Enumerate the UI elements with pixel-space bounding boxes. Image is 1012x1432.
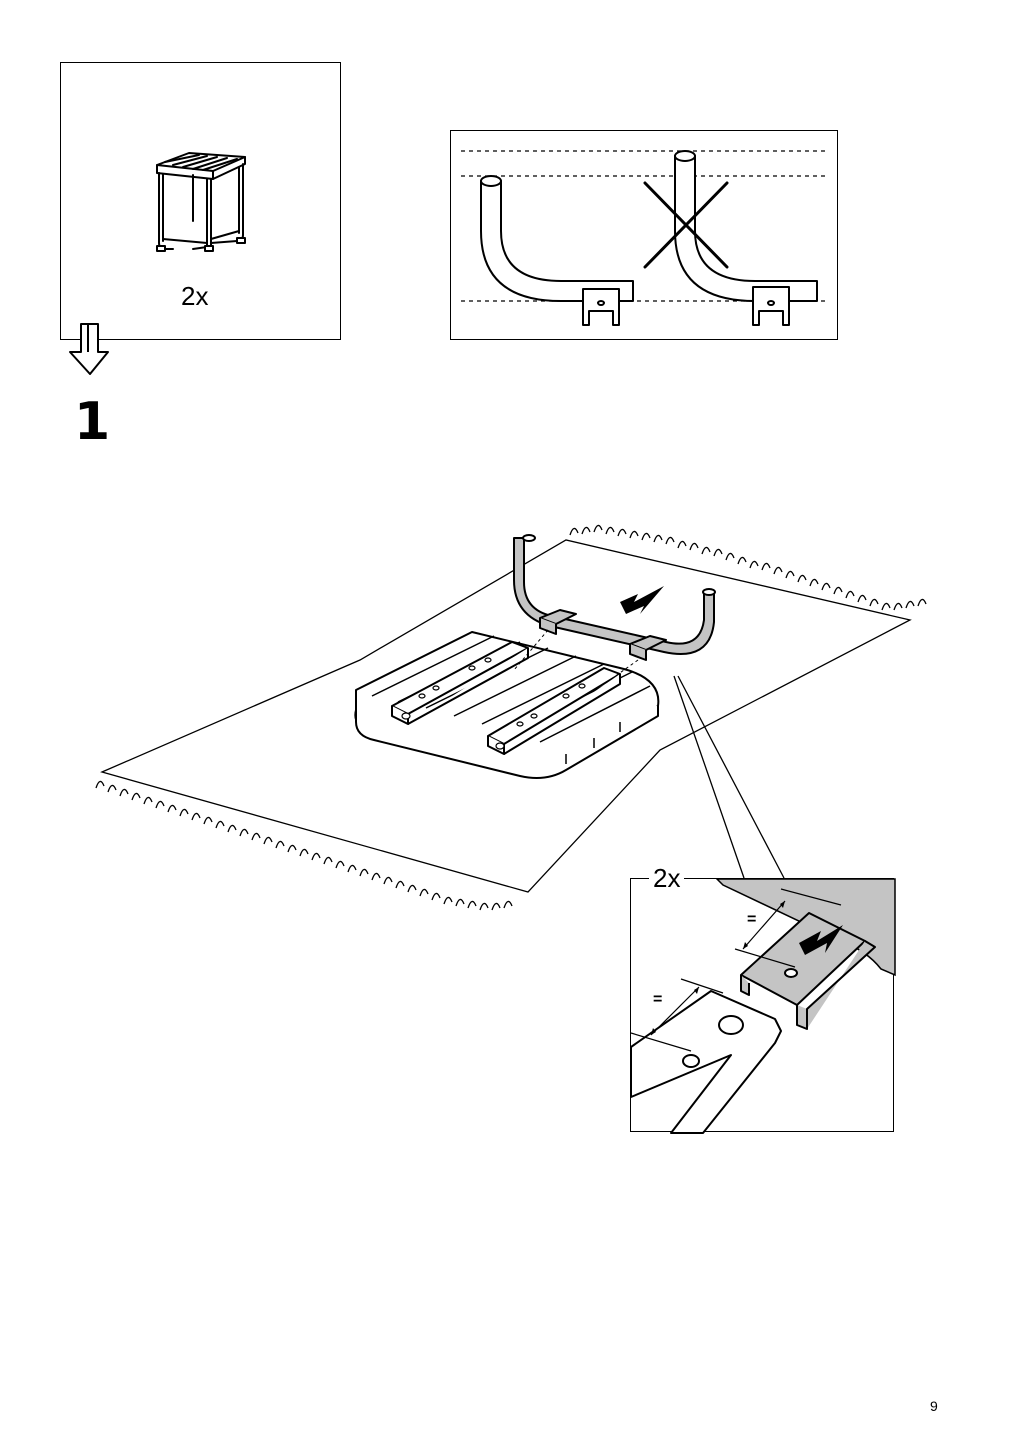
bracket-detail-illustration	[630, 878, 896, 1134]
assembly-illustration	[95, 524, 927, 911]
cross-icon	[643, 181, 729, 269]
stool-reference-box: 2x	[60, 62, 341, 340]
detail-quantity-label: 2x	[649, 863, 685, 894]
equal-mark-upper: =	[747, 911, 757, 928]
step-number: 1	[74, 392, 111, 452]
page-number: 9	[930, 1398, 938, 1414]
orientation-box	[450, 130, 838, 340]
stool-icon	[156, 152, 246, 252]
orientation-illustration	[461, 150, 829, 326]
down-arrow-icon	[69, 323, 109, 375]
direction-arrow-icon	[799, 925, 843, 955]
stool-quantity-label: 2x	[181, 281, 209, 311]
seat-underside	[354, 631, 660, 779]
direction-arrow-icon	[620, 586, 664, 614]
tube-frame	[513, 534, 716, 661]
equal-mark-lower: =	[653, 991, 663, 1008]
detail-box: 2x = =	[630, 863, 896, 1134]
